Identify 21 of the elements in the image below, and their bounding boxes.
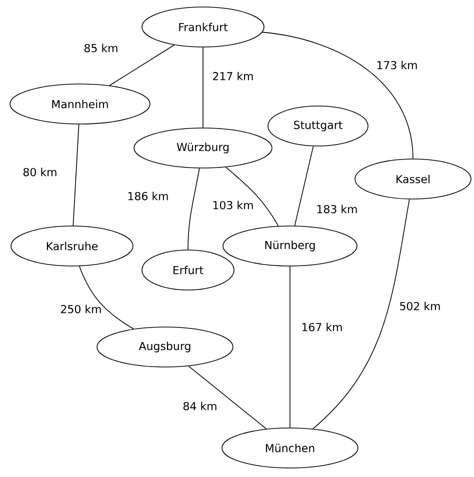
distance-label: 80 km [23, 168, 56, 176]
road-line [294, 146, 314, 226]
road-line [109, 44, 175, 86]
road-line [188, 168, 200, 250]
distance-label: 186 km [128, 192, 168, 200]
distance-label: 173 km [377, 60, 417, 70]
distance-label: 217 km [213, 72, 253, 80]
distance-label: 167 km [302, 322, 342, 332]
distance-label: 502 km [400, 302, 440, 310]
road-line [312, 198, 410, 430]
road-line [202, 47, 204, 128]
road-line [226, 166, 279, 226]
distance-label: 84 km [183, 402, 216, 410]
road-line [262, 32, 414, 159]
distance-label: 250 km [61, 304, 101, 314]
road-line [78, 266, 134, 330]
distance-label: 183 km [317, 204, 357, 214]
distance-label: 103 km [213, 200, 253, 210]
road-line [72, 124, 80, 226]
distance-label: 85 km [84, 44, 118, 52]
road-line [188, 366, 267, 430]
